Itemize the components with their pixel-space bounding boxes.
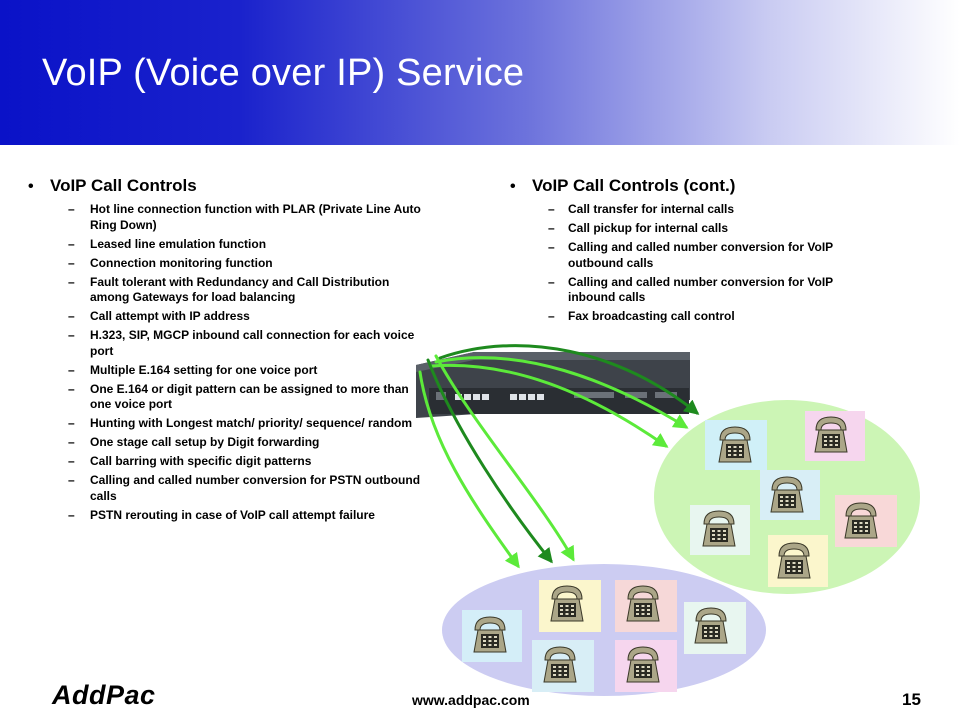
slide-title: VoIP (Voice over IP) Service <box>42 52 525 94</box>
telephone-icon <box>687 602 735 650</box>
left-column: • VoIP Call Controls –Hot line connectio… <box>28 176 428 527</box>
dash-icon: – <box>548 274 555 289</box>
list-item: –Calling and called number conversion fo… <box>548 274 833 305</box>
list-item: –Connection monitoring function <box>68 255 273 270</box>
telephone-icon <box>619 641 667 689</box>
list-item: –Call attempt with IP address <box>68 309 250 323</box>
dash-icon: – <box>68 473 75 487</box>
list-item: –One stage call setup by Digit forwardin… <box>68 435 320 449</box>
link-arrow <box>434 354 575 562</box>
telephone-icon <box>536 641 584 689</box>
telephone-icon <box>837 497 885 545</box>
left-item-list: –Hot line connection function with PLAR … <box>28 202 428 523</box>
telephone-icon <box>711 421 759 469</box>
left-heading-row: • VoIP Call Controls <box>28 176 428 196</box>
list-item: –Leased line emulation function <box>68 236 267 251</box>
right-phone-group <box>654 400 920 594</box>
telephone-icon <box>763 471 811 519</box>
list-item: –Call barring with specific digit patter… <box>68 454 312 468</box>
dash-icon: – <box>68 274 75 289</box>
dash-icon: – <box>68 202 75 216</box>
addpac-logo: AddPac <box>52 680 156 710</box>
telephone-icon <box>543 580 591 628</box>
right-item-list: –Call transfer for internal calls –Call … <box>510 202 870 325</box>
list-item: –H.323, SIP, MGCP inbound call connectio… <box>68 328 415 358</box>
dash-icon: – <box>68 362 75 377</box>
telephone-icon <box>619 580 667 628</box>
dash-icon: – <box>68 416 75 430</box>
link-arrow <box>430 363 669 448</box>
link-arrow <box>434 356 689 429</box>
telephone-icon <box>770 537 818 585</box>
bullet-icon: • <box>28 178 34 195</box>
page-number: 15 <box>902 690 921 709</box>
dash-icon: – <box>548 221 555 235</box>
dash-icon: – <box>68 236 75 251</box>
list-item: –Multiple E.164 setting for one voice po… <box>68 362 318 377</box>
title-banner <box>0 0 960 145</box>
telephone-icon <box>695 505 743 553</box>
dash-icon: – <box>68 328 75 342</box>
list-item: –Fax broadcasting call control <box>548 309 735 323</box>
dash-icon: – <box>68 309 75 323</box>
dash-icon: – <box>68 435 75 449</box>
right-heading: VoIP Call Controls (cont.) <box>532 176 736 195</box>
footer-url[interactable]: www.addpac.com <box>412 692 530 708</box>
dash-icon: – <box>68 507 75 522</box>
dash-icon: – <box>548 202 555 216</box>
list-item: –Calling and called number conversion fo… <box>68 473 421 503</box>
bottom-phone-group <box>442 564 766 696</box>
list-item: –Calling and called number conversion fo… <box>548 240 833 270</box>
right-column: • VoIP Call Controls (cont.) –Call trans… <box>510 176 870 328</box>
list-item: –Fault tolerant with Redundancy and Call… <box>68 274 390 305</box>
voip-gateway-device <box>416 352 690 418</box>
list-item: –Hunting with Longest match/ priority/ s… <box>68 416 413 430</box>
telephone-icon <box>466 611 514 659</box>
list-item: –Hot line connection function with PLAR … <box>68 202 421 232</box>
dash-icon: – <box>68 255 75 270</box>
left-heading: VoIP Call Controls <box>50 176 197 195</box>
link-arrow <box>438 344 700 415</box>
dash-icon: – <box>68 381 75 396</box>
right-heading-row: • VoIP Call Controls (cont.) <box>510 176 870 196</box>
list-item: –One E.164 or digit pattern can be assig… <box>68 381 409 412</box>
dash-icon: – <box>548 309 555 323</box>
list-item: –Call transfer for internal calls <box>548 202 735 216</box>
bullet-icon: • <box>510 178 516 195</box>
link-arrow <box>426 358 553 564</box>
telephone-icon <box>807 411 855 459</box>
dash-icon: – <box>68 454 75 468</box>
list-item: –PSTN rerouting in case of VoIP call att… <box>68 507 375 522</box>
link-arrow <box>418 370 520 569</box>
dash-icon: – <box>548 240 555 254</box>
list-item: –Call pickup for internal calls <box>548 221 729 235</box>
